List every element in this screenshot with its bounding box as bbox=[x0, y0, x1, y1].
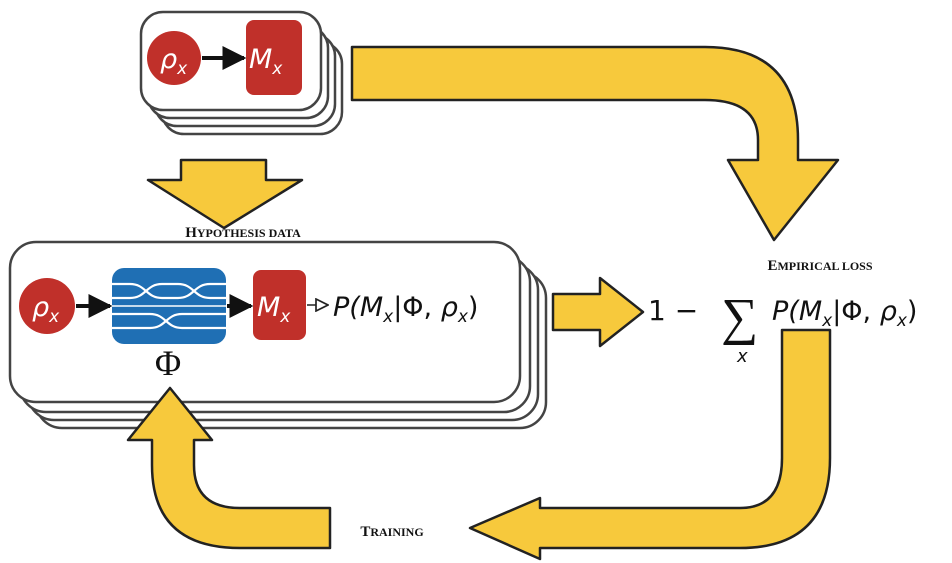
operator-phi-label: Φ bbox=[155, 343, 181, 383]
top-state-label: ρx bbox=[160, 44, 188, 79]
hyp-state-label: ρx bbox=[32, 292, 60, 327]
arrow-loss-to-training bbox=[468, 328, 832, 561]
top-measure-label: Mx bbox=[249, 44, 283, 79]
hyp-measure-label: Mx bbox=[257, 292, 291, 327]
arrow-training-to-hypothesis bbox=[126, 386, 332, 550]
top-state-circle bbox=[147, 31, 201, 85]
arrow-hypothesis-to-loss bbox=[551, 276, 645, 348]
hypothesis-data-label: HYPOTHESIS DATA bbox=[185, 225, 301, 241]
loss-one-minus: 1 − bbox=[648, 294, 698, 327]
arrow-to-loss bbox=[350, 45, 840, 242]
interferometer-icon bbox=[112, 268, 226, 344]
loss-sum-index: x bbox=[736, 346, 748, 367]
hyp-probability: P(Mx|Φ, ρx) bbox=[333, 292, 478, 327]
loss-sum-sign: ∑ bbox=[721, 289, 758, 346]
loss-formula: 1 − ∑ x P(Mx|Φ, ρx) bbox=[648, 289, 917, 367]
top-measure-box bbox=[246, 20, 302, 95]
top-card-stack: ρx Mx bbox=[139, 10, 344, 136]
hypothesis-card-stack: ρx Mx P(Mx|Φ, ρx) Φ bbox=[8, 240, 548, 430]
training-label: TRAINING bbox=[360, 524, 423, 540]
arrow-to-hypothesis bbox=[146, 158, 304, 230]
hyp-measure-box bbox=[253, 270, 306, 340]
empirical-loss-label: EMPIRICAL LOSS bbox=[767, 258, 872, 274]
loss-probability: P(Mx|Φ, ρx) bbox=[772, 296, 917, 331]
hyp-state-circle bbox=[19, 278, 75, 334]
